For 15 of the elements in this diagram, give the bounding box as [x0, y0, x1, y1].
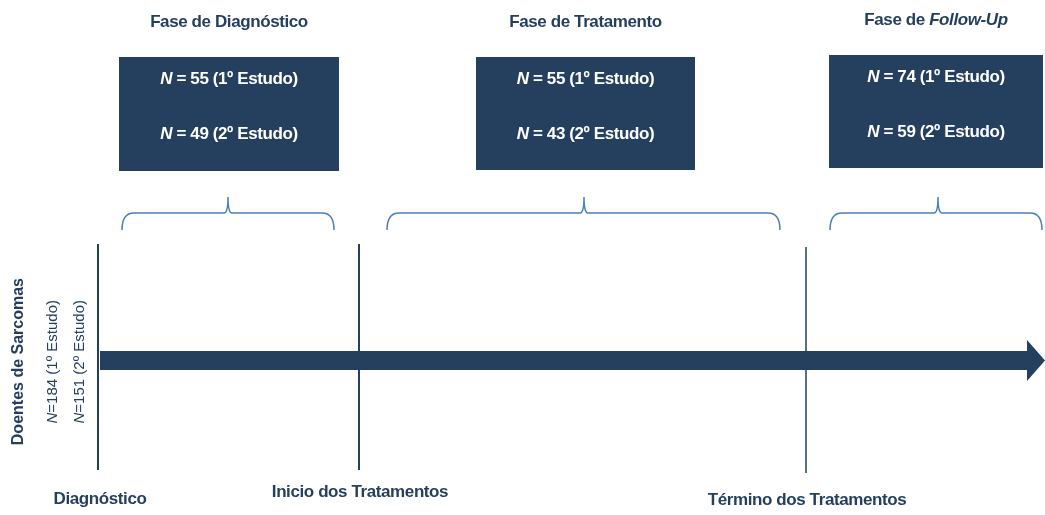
milestone-label: Inicio dos Tratamentos [271, 482, 449, 502]
count-text: N = 59 (2º Estudo) [866, 122, 1006, 142]
count-text: N=184 (1º Estudo) [43, 300, 60, 424]
count-text: N = 43 (2º Estudo) [515, 124, 656, 144]
phase-title: Fase de Follow-Up [863, 10, 1009, 30]
milestone-label: Término dos Tratamentos [707, 490, 907, 510]
phase-title: Fase de Diagnóstico [149, 12, 309, 32]
phase-title: Fase de Tratamento [508, 12, 663, 32]
count-text: N = 55 (1º Estudo) [515, 69, 656, 89]
count-text: N = 49 (2º Estudo) [159, 124, 299, 144]
count-text: N = 55 (1º Estudo) [159, 69, 299, 89]
count-text: N = 74 (1º Estudo) [866, 67, 1006, 87]
count-text: N=151 (2º Estudo) [70, 300, 87, 424]
milestone-label: Diagnóstico [53, 489, 147, 509]
axis-title: Doentes de Sarcomas [9, 278, 27, 446]
